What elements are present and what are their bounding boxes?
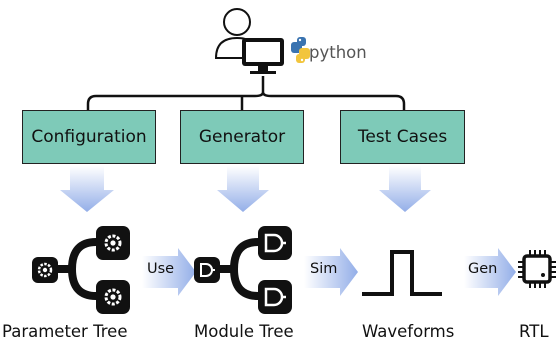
gear-tree-icon: [32, 226, 130, 314]
gate-node-top: [258, 226, 292, 260]
right-arrow-use: [142, 248, 196, 296]
down-arrow-generator: [217, 166, 269, 212]
rtl-caption: RTL: [519, 322, 549, 341]
test-cases-box: Test Cases: [340, 110, 465, 164]
python-label: python: [309, 43, 367, 62]
down-arrow-configuration: [60, 166, 114, 212]
gate-node-root: [194, 257, 220, 283]
waveforms-caption: Waveforms: [362, 322, 455, 341]
generator-box: Generator: [180, 110, 304, 164]
chip-icon: [518, 250, 556, 288]
gear-node-top: [96, 226, 130, 260]
python-logo-icon: [291, 37, 310, 63]
gear-node-root: [32, 257, 58, 283]
sim-label: Sim: [310, 261, 338, 277]
module-tree-caption: Module Tree: [194, 322, 294, 341]
configuration-box: Configuration: [22, 110, 156, 164]
generator-label: Generator: [198, 127, 286, 147]
user-at-computer-icon: [214, 8, 284, 74]
use-label: Use: [147, 261, 175, 277]
gen-label: Gen: [468, 261, 498, 277]
gate-tree-icon: [194, 226, 292, 314]
gear-node-bottom: [96, 280, 130, 314]
right-arrow-gen: [464, 248, 516, 296]
pulse-waveform-icon: [362, 250, 442, 296]
parameter-tree-caption: Parameter Tree: [2, 322, 128, 341]
down-arrow-test-cases: [379, 166, 431, 212]
configuration-label: Configuration: [31, 127, 147, 147]
bracket-connector: [86, 76, 406, 112]
right-arrow-sim: [304, 248, 358, 296]
gate-node-bottom: [258, 280, 292, 314]
test-cases-label: Test Cases: [357, 127, 448, 147]
